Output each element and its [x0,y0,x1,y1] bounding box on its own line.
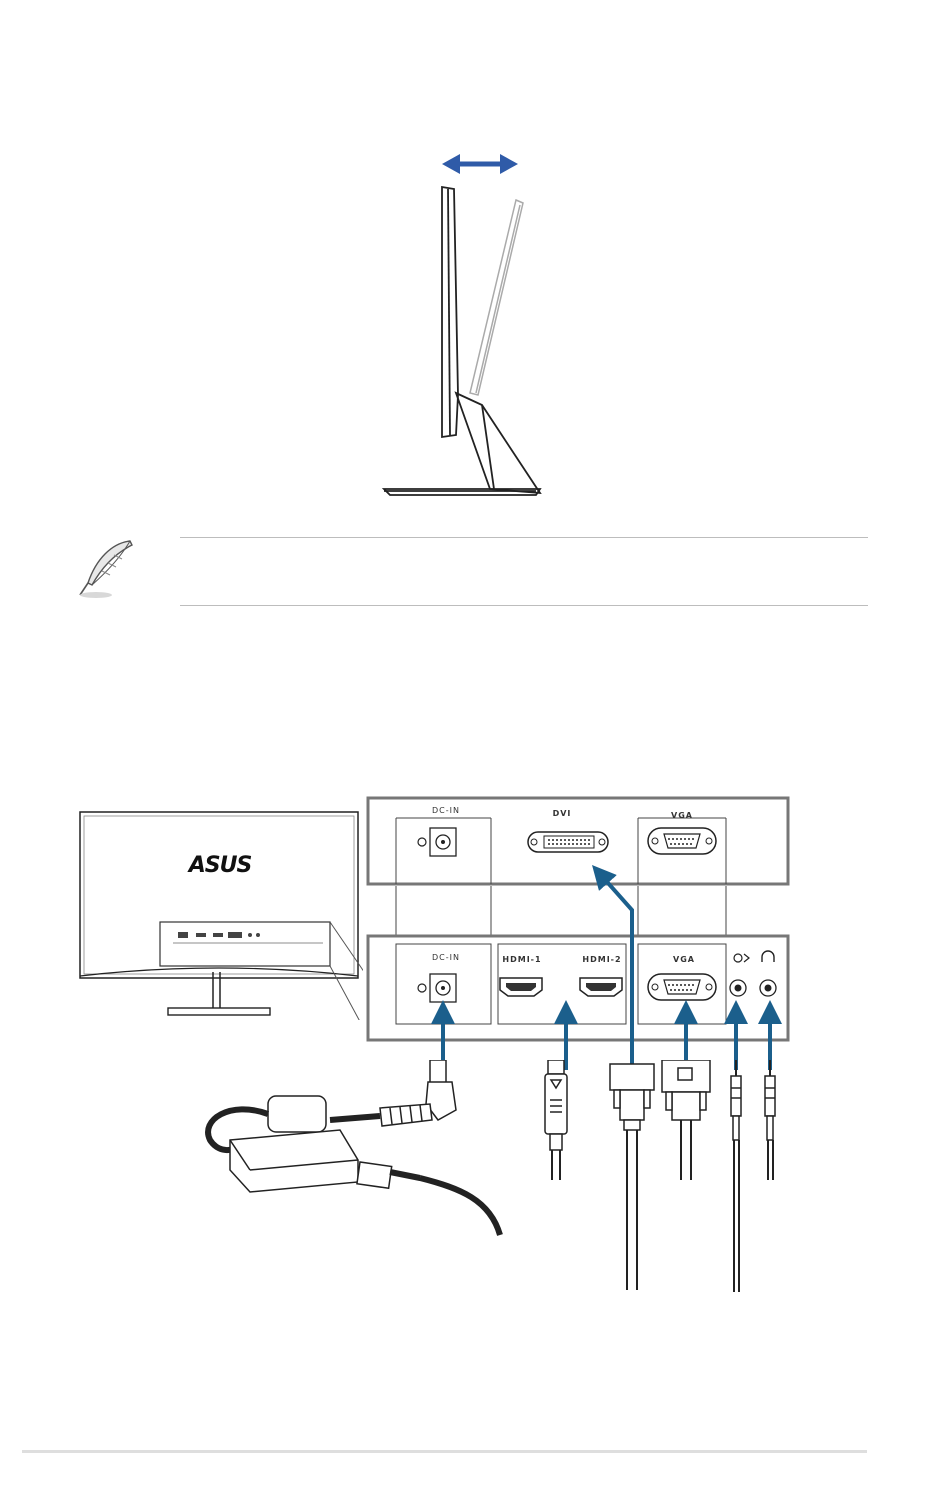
ferrite-core [268,1096,326,1132]
connection-arrows [400,860,800,1080]
note-top-rule [180,537,868,538]
tilted-monitor-ghost [470,200,523,395]
dvi-plug [610,1064,654,1290]
vga-plug [662,1060,710,1180]
headphone-plug [765,1060,775,1180]
dvi-label: DVI [553,809,572,818]
audio-in-plug [731,1060,741,1292]
footer-rule [22,1450,867,1453]
vga-port [648,828,716,854]
power-adapter [230,1130,358,1192]
cables-and-plugs [190,1060,800,1300]
tilt-arrow-icon [442,154,518,174]
dc-in-label: DC-IN [432,806,460,815]
monitor-tilt-illustration [370,145,560,505]
feather-pen-icon [72,535,142,603]
monitor-back-view: ASUS [78,810,363,1020]
vga-label: VGA [671,811,693,820]
power-plug-tip [430,1060,446,1084]
note-bottom-rule [180,605,868,606]
asus-logo: ASUS [187,853,252,878]
dvi-port [528,832,608,852]
dvi-arrow [600,874,632,1072]
connection-diagram: ASUS DC-IN DVI VGA [0,780,950,1300]
hdmi-plug [545,1060,567,1180]
